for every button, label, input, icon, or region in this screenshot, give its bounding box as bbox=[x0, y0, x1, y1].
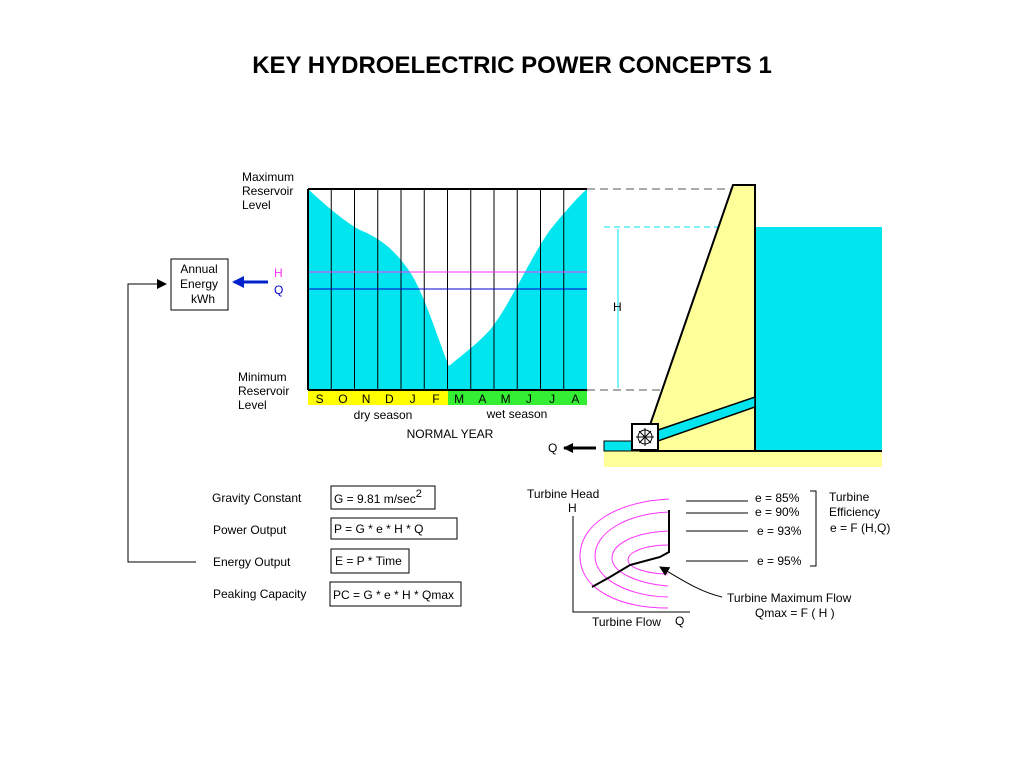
max-level-label-1: Maximum bbox=[242, 170, 294, 184]
efficiency-title-2: Efficiency bbox=[829, 505, 880, 519]
reservoir-outline bbox=[754, 227, 882, 452]
month-label: M bbox=[501, 392, 511, 406]
month-label: J bbox=[526, 392, 532, 406]
efficiency-bracket bbox=[810, 490, 817, 567]
dam-section: H Q bbox=[548, 184, 882, 467]
month-label: M bbox=[454, 392, 464, 406]
efficiency-curve-85 bbox=[579, 498, 670, 609]
month-label: S bbox=[316, 392, 324, 406]
turbine-flow-title: Turbine Flow bbox=[592, 615, 661, 629]
efficiency-label-93: e = 93% bbox=[757, 524, 802, 538]
dam-flow-label: Q bbox=[548, 441, 557, 455]
reservoir-water bbox=[755, 227, 882, 451]
peaking-capacity-label: Peaking Capacity bbox=[213, 587, 306, 601]
turbine-wheel-icon bbox=[631, 423, 659, 451]
month-label: F bbox=[432, 392, 439, 406]
month-label: J bbox=[410, 392, 416, 406]
efficiency-label-95: e = 95% bbox=[757, 554, 802, 568]
energy-formula: E = P * Time bbox=[335, 554, 402, 568]
max-flow-pointer bbox=[659, 566, 723, 598]
month-label: N bbox=[362, 392, 371, 406]
efficiency-curve-93 bbox=[611, 530, 670, 587]
ground bbox=[604, 451, 882, 467]
dry-months-band bbox=[308, 391, 448, 405]
month-label: J bbox=[549, 392, 555, 406]
energy-connector bbox=[127, 279, 196, 563]
energy-formula-box bbox=[330, 548, 410, 574]
page-title: KEY HYDROELECTRIC POWER CONCEPTS 1 bbox=[252, 52, 772, 79]
min-level-label-1: Minimum bbox=[238, 370, 287, 384]
efficiency-title-3: e = F (H,Q) bbox=[830, 521, 890, 535]
normal-year-label: NORMAL YEAR bbox=[407, 427, 494, 441]
max-flow-label-2: Qmax = F ( H ) bbox=[755, 606, 835, 620]
turbine-head-title: Turbine Head bbox=[527, 487, 599, 501]
max-flow-label-1: Turbine Maximum Flow bbox=[727, 591, 852, 605]
annual-energy-line-3: kWh bbox=[191, 292, 215, 306]
head-level-letter: H bbox=[274, 266, 283, 280]
efficiency-label-85: e = 85% bbox=[755, 491, 800, 505]
turbine-head-symbol: H bbox=[568, 501, 577, 515]
min-level-label-3: Level bbox=[238, 398, 267, 412]
formula-section: Gravity Constant G = 9.81 m/sec2 Power O… bbox=[212, 485, 462, 607]
efficiency-curve-90 bbox=[594, 511, 670, 598]
gravity-formula: G = 9.81 m/sec2 bbox=[334, 488, 422, 506]
wet-season-label: wet season bbox=[486, 407, 548, 421]
gravity-constant-label: Gravity Constant bbox=[212, 491, 302, 505]
peaking-formula-box bbox=[329, 581, 462, 607]
month-label: A bbox=[571, 392, 579, 406]
peaking-formula: PC = G * e * H * Qmax bbox=[333, 588, 454, 602]
gravity-formula-box bbox=[330, 485, 436, 510]
month-label: A bbox=[478, 392, 486, 406]
flow-level-letter: Q bbox=[274, 283, 283, 297]
power-output-label: Power Output bbox=[213, 523, 287, 537]
max-level-label-3: Level bbox=[242, 198, 271, 212]
min-level-label-2: Reservoir bbox=[238, 384, 289, 398]
power-formula: P = G * e * H * Q bbox=[334, 522, 423, 536]
energy-output-label: Energy Output bbox=[213, 555, 291, 569]
turbine-efficiency-chart: Turbine Head H Turbine Flow Q e = 85% e … bbox=[527, 487, 890, 629]
efficiency-title-1: Turbine bbox=[829, 490, 870, 504]
annual-energy-line-1: Annual bbox=[180, 262, 217, 276]
max-flow-curve bbox=[591, 510, 670, 588]
max-level-label-2: Reservoir bbox=[242, 184, 293, 198]
month-label: D bbox=[385, 392, 394, 406]
annual-energy-line-2: Energy bbox=[180, 277, 218, 291]
efficiency-curve-95 bbox=[627, 544, 670, 575]
efficiency-label-90: e = 90% bbox=[755, 505, 800, 519]
dam-head-label: H bbox=[613, 300, 622, 314]
wet-months-band bbox=[448, 391, 587, 405]
turbine-chart-axes bbox=[572, 516, 690, 613]
power-formula-box bbox=[330, 517, 458, 540]
dry-season-label: dry season bbox=[354, 408, 413, 422]
month-label: O bbox=[338, 392, 347, 406]
annual-energy-box: Annual Energy kWh bbox=[170, 258, 229, 311]
turbine-flow-symbol: Q bbox=[675, 614, 684, 628]
